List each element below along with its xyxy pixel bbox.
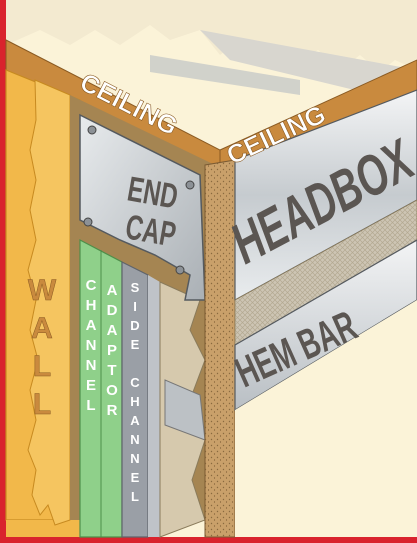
letter: D [107, 302, 118, 319]
letter: C [130, 375, 140, 390]
letter: A [130, 413, 140, 428]
wall-inner [27, 79, 71, 526]
end-cap [79, 113, 206, 301]
letter: O [106, 382, 118, 399]
letter: W [28, 274, 57, 307]
screw-icon [175, 265, 185, 275]
side-channel-edge [148, 275, 160, 537]
bottom-border [0, 537, 417, 543]
letter: H [130, 394, 139, 409]
letter: S [131, 280, 140, 295]
letter: N [130, 451, 139, 466]
letter: I [133, 299, 137, 314]
letter: E [131, 470, 140, 485]
headbox [234, 89, 417, 302]
wall-base [6, 520, 80, 537]
letter: R [107, 402, 118, 419]
letter: N [86, 357, 97, 374]
screw-icon [185, 180, 195, 190]
letter: A [107, 322, 118, 339]
ceiling-rail [150, 55, 300, 95]
letter: T [107, 362, 116, 379]
screw-icon [83, 217, 93, 227]
letter: N [130, 432, 139, 447]
left-border [0, 0, 6, 543]
letter: E [131, 337, 140, 352]
letter: L [86, 397, 95, 414]
letter: C [86, 277, 97, 294]
letter [133, 356, 137, 371]
letter: P [107, 342, 117, 359]
letter: L [33, 388, 51, 421]
screw-icon [87, 125, 97, 135]
letter: A [107, 282, 118, 299]
letter: N [86, 337, 97, 354]
fabric-mesh [234, 199, 417, 346]
letter: H [86, 297, 97, 314]
end-cap-label-line1: END [125, 170, 181, 217]
letter: L [33, 350, 51, 383]
lower-area [235, 300, 417, 537]
letter: D [130, 318, 139, 333]
hem-bar [234, 239, 417, 412]
letter: E [86, 377, 96, 394]
end-cap-label-line2: CAP [123, 208, 179, 255]
letter: L [131, 489, 139, 504]
letter: A [31, 312, 53, 345]
letter: A [86, 317, 97, 334]
